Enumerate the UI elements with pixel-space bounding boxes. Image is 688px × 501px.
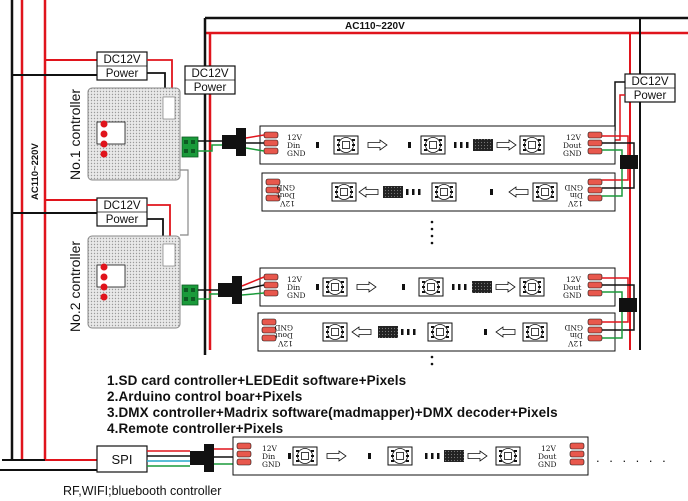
pin-label: Dout: [563, 283, 581, 292]
controller-2-terminal: [181, 284, 199, 306]
mains-side-label: AC110~220V: [30, 143, 41, 200]
pin-label: 12V: [262, 444, 278, 453]
continuation-dots: [430, 220, 434, 245]
led-pixel: [420, 135, 446, 155]
led-pixel: [532, 182, 558, 202]
pin-label: 12V: [567, 339, 583, 348]
led-pixel: [522, 322, 548, 342]
led-pixel: [431, 182, 457, 202]
led-pixel: [519, 135, 545, 155]
led-pixel: [387, 446, 413, 466]
pin-label: 12V: [287, 275, 303, 284]
pin-label: GND: [274, 323, 293, 332]
spi-controller: SPI: [96, 445, 148, 473]
strip-1-2-link: [602, 135, 638, 197]
pin-label: GND: [287, 291, 306, 300]
pin-label: Din: [287, 283, 300, 292]
pixel-strip-3: 12V Din GND 12V Dout GND: [259, 267, 616, 307]
power-supply-2: DC12V Power: [184, 65, 236, 95]
led-pixel: [427, 322, 453, 342]
pin-label: GND: [563, 149, 582, 158]
controller-1-terminal: [181, 136, 199, 158]
power-label-line1: DC12V: [631, 76, 668, 88]
spi-label: SPI: [112, 452, 133, 467]
pin-label: 12V: [567, 199, 583, 208]
pin-label: 12V: [566, 275, 582, 284]
pin-label: GND: [276, 183, 295, 192]
power-supply-3: DC12V Power: [96, 197, 148, 227]
led-pixel: [519, 277, 545, 297]
power-label-line1: DC12V: [103, 200, 140, 212]
power-supply-1: DC12V Power: [96, 51, 148, 81]
led-pixel: [418, 277, 444, 297]
pin-label: 12V: [277, 339, 293, 348]
power-label-line2: Power: [634, 90, 667, 102]
pixel-strip-1: 12V Din GND 12V Dout GND: [259, 125, 616, 165]
pin-label: GND: [564, 183, 583, 192]
strip-3-connector: [198, 276, 265, 304]
power-label-line2: Power: [106, 214, 139, 226]
led-pixel: [495, 446, 521, 466]
power-label-line1: DC12V: [103, 54, 140, 66]
led-pixel: [292, 446, 318, 466]
pin-label: GND: [287, 149, 306, 158]
power-label-line2: Power: [194, 82, 227, 94]
controller-1: No.1 controller: [67, 87, 199, 181]
strip-continues-dots: . . . . . .: [596, 450, 669, 465]
pin-label: Din: [570, 191, 583, 200]
strip-3-4-link: [602, 277, 637, 339]
controller-2-label: No.2 controller: [67, 241, 83, 332]
power-supply-4: DC12V Power: [624, 73, 676, 103]
power-label-line1: DC12V: [191, 68, 228, 80]
pin-label: Din: [287, 141, 300, 150]
pin-label: 12V: [541, 444, 557, 453]
led-pixel: [331, 182, 357, 202]
pin-label: GND: [564, 323, 583, 332]
mains-top-label: AC110~220V: [345, 21, 405, 32]
led-pixel: [322, 322, 348, 342]
pin-label: GND: [563, 291, 582, 300]
pin-label: Dout: [538, 452, 556, 461]
pin-label: Din: [570, 331, 583, 340]
pin-label: GND: [262, 460, 281, 469]
pixel-strip-2: GND Dout 12V GND Din 12V: [261, 172, 616, 212]
controller-1-label: No.1 controller: [67, 89, 83, 180]
led-pixel: [322, 277, 348, 297]
power-label-line2: Power: [106, 68, 139, 80]
pixel-strip-4: GND Dout 12V GND Din 12V: [257, 312, 616, 352]
pin-label: 12V: [279, 199, 295, 208]
led-pixel: [333, 135, 359, 155]
method-item-3: 3.DMX controller+Madrix software(madmapp…: [107, 405, 558, 420]
pin-label: Dout: [563, 141, 581, 150]
pixel-strip-5: 12V Din GND 12V Dout GND: [232, 436, 589, 476]
wireless-controller-note: RF,WIFI;bluebooth controller: [63, 484, 222, 498]
strip-1-connector: [198, 128, 265, 156]
pin-label: 12V: [566, 133, 582, 142]
controller-2: No.2 controller: [67, 235, 199, 332]
pin-label: Dout: [275, 331, 293, 340]
pin-label: GND: [538, 460, 557, 469]
pin-label: Din: [262, 452, 275, 461]
pin-label: Dout: [277, 191, 295, 200]
method-item-4: 4.Remote controller+Pixels: [107, 421, 284, 436]
method-item-1: 1.SD card controller+LEDEdit software+Pi…: [107, 373, 407, 388]
pin-label: 12V: [287, 133, 303, 142]
method-item-2: 2.Arduino control boar+Pixels: [107, 389, 303, 404]
